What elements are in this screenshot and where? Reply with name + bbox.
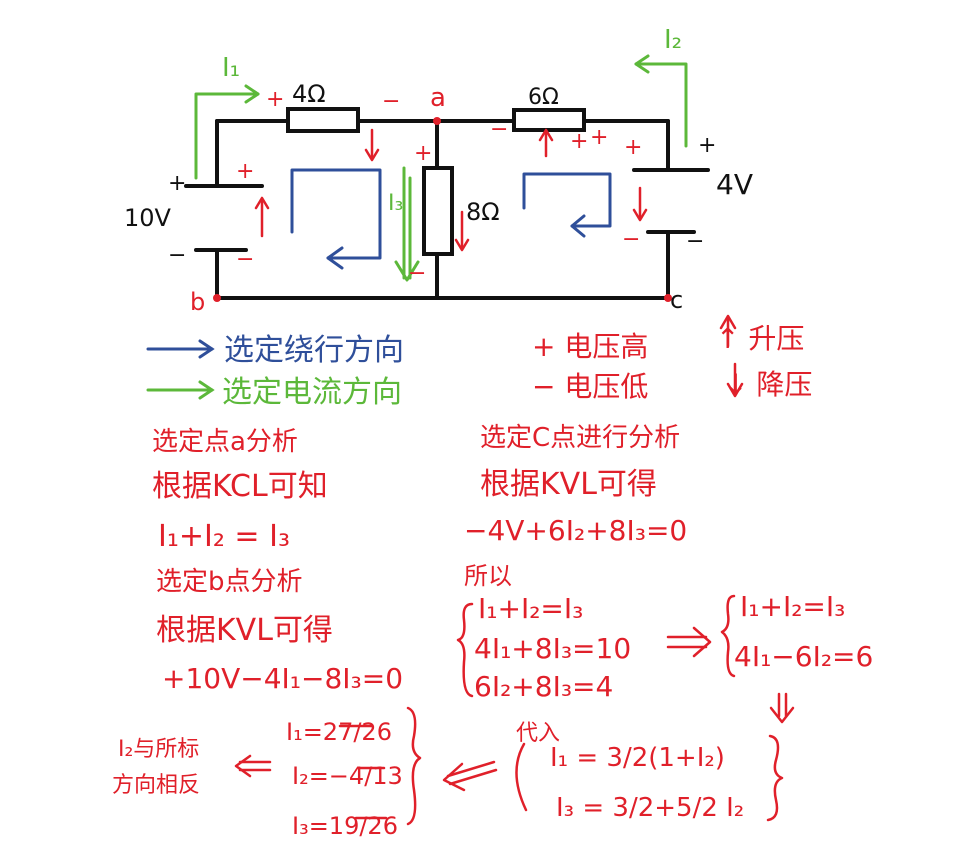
plus-battery-right: + — [624, 135, 642, 160]
current-i1-arrow — [194, 84, 260, 180]
battery-4v — [632, 168, 710, 234]
legend-blue-text: 选定绕行方向 — [224, 333, 404, 368]
system-braces — [234, 594, 795, 826]
r1-label: 4Ω — [292, 80, 326, 108]
minus-battery-right-red: − — [622, 227, 640, 252]
legend-up-text: ↑ 升压 — [716, 322, 804, 355]
legend-blue-arrow — [146, 339, 215, 359]
loop-left — [290, 168, 382, 270]
minus-battery-right-black: − — [686, 229, 704, 254]
right-line-4: 所以 — [464, 562, 512, 590]
left-line-4: 选定b点分析 — [156, 567, 303, 597]
plus-battery-left-red: + — [236, 159, 254, 184]
legend-green-text: 选定电流方向 — [222, 375, 402, 410]
solution-i2: I₂=−4/13 — [292, 762, 403, 790]
left-line-3: I₁+I₂ = I₃ — [158, 519, 290, 554]
minus-battery-left-black: − — [168, 243, 186, 268]
substitute-label: 代入 — [516, 721, 560, 746]
i2-label: I₂ — [664, 25, 682, 55]
node-a-dot — [433, 117, 441, 125]
r3-label: 8Ω — [466, 198, 500, 226]
right-line-3: −4V+6I₂+8I₃=0 — [464, 514, 687, 547]
note-line-2: 方向相反 — [112, 773, 200, 798]
plus-node-a: + — [414, 141, 432, 166]
solution-i1: I₁=27/26 — [286, 718, 392, 746]
left-line-5: 根据KVL可得 — [156, 613, 333, 648]
plus-6ohm-mid: + — [570, 129, 588, 154]
solution-i3: I₃=19/26 — [292, 812, 398, 840]
plus-battery-left-black: + — [168, 171, 186, 196]
current-i3-arrow — [394, 166, 420, 282]
left-line-6: +10V−4I₁−8I₃=0 — [162, 662, 403, 695]
minus-8ohm-bottom: − — [408, 261, 426, 286]
minus-battery-left-red: − — [236, 247, 254, 272]
loop-right — [522, 172, 612, 238]
legend-green-arrow — [146, 380, 215, 400]
left-line-2: 根据KCL可知 — [152, 469, 328, 504]
plus-6ohm-right: + — [590, 125, 608, 150]
r2-label: 6Ω — [528, 85, 559, 110]
v1-label: 10V — [124, 204, 172, 232]
node-b-dot — [213, 294, 221, 302]
resistor-8ohm — [422, 166, 454, 256]
right-line-9: 4I₁−6I₂=6 — [734, 640, 873, 673]
circuit-wires — [215, 119, 670, 300]
node-a-label: a — [430, 83, 446, 113]
legend-minus-text: − 电压低 — [532, 370, 648, 403]
right-line-8: I₁+I₂=I₃ — [740, 590, 845, 623]
legend-plus-text: + 电压高 — [532, 330, 648, 363]
voltage-arrows — [254, 128, 744, 398]
right-line-1: 选定C点进行分析 — [480, 423, 680, 453]
legend-down-text: ↓ 降压 — [724, 368, 812, 401]
minus-6ohm-left: − — [490, 117, 508, 142]
battery-10v — [184, 184, 264, 252]
plus-4ohm-left: + — [266, 87, 284, 112]
substitute-eq-2: I₃ = 3/2+5/2 I₂ — [556, 793, 744, 823]
right-line-2: 根据KVL可得 — [480, 467, 657, 502]
left-line-1: 选定点a分析 — [152, 427, 298, 457]
resistor-4ohm — [286, 107, 360, 133]
plus-battery-right-black: + — [698, 133, 716, 158]
node-b-label: b — [190, 288, 205, 316]
i1-label: I₁ — [222, 53, 240, 83]
note-line-1: I₂与所标 — [118, 737, 199, 762]
right-line-7: 6I₂+8I₃=4 — [474, 670, 613, 703]
right-line-5: I₁+I₂=I₃ — [478, 592, 583, 625]
current-i2-arrow — [634, 54, 688, 148]
node-c-dot — [664, 294, 672, 302]
v2-label: 4V — [716, 168, 753, 201]
resistor-6ohm — [512, 108, 586, 132]
i3-label: I₃ — [388, 191, 403, 216]
node-c-label: c — [670, 286, 683, 314]
right-line-6: 4I₁+8I₃=10 — [474, 632, 631, 665]
minus-4ohm-right: − — [382, 89, 400, 114]
substitute-eq-1: I₁ = 3/2(1+I₂) — [550, 743, 725, 773]
